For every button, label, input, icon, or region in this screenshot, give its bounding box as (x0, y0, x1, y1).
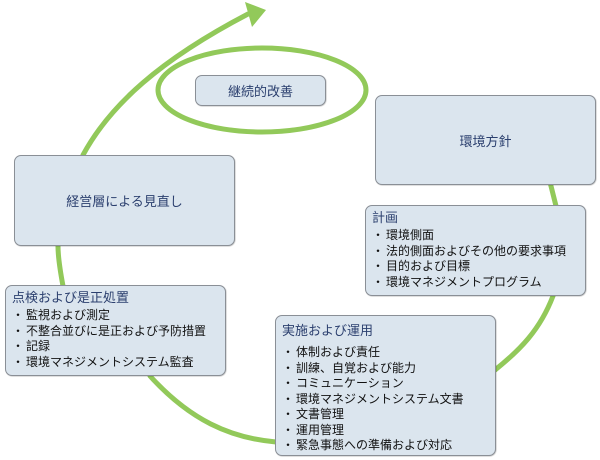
cycle-arc-implementation-to-checking (147, 373, 279, 445)
bullet-icon: ・ (12, 354, 25, 369)
list-item: ・環境側面 (372, 228, 435, 242)
list-item: ・緊急事態への準備および対応 (282, 438, 453, 452)
implementation-list: ・体制および責任 ・訓練、自覚および能力 ・コミュニケーション ・環境マネジメン… (282, 345, 489, 454)
implementation-box: 実施および運用 ・体制および責任 ・訓練、自覚および能力 ・コミュニケーション … (275, 315, 496, 456)
planning-box: 計画 ・環境側面 ・法的側面およびその他の要求事項 ・目的および目標 ・環境マネ… (365, 205, 586, 296)
environmental-policy-label: 環境方針 (459, 134, 512, 150)
bullet-icon: ・ (282, 391, 295, 406)
bullet-icon: ・ (282, 407, 295, 421)
list-item: ・運用管理 (282, 422, 345, 437)
list-item: ・コミュニケーション (282, 376, 404, 390)
cycle-arc-review-upward (80, 11, 251, 158)
list-item: ・環境マネジメントシステム監査 (12, 354, 194, 369)
list-item: ・記録 (12, 339, 51, 353)
bullet-icon: ・ (372, 228, 385, 242)
bullet-icon: ・ (372, 274, 385, 289)
list-item: ・不整合並びに是正および予防措置 (12, 323, 207, 338)
cycle-arc-policy-to-planning (547, 179, 559, 209)
management-review-label: 経営層による見直し (66, 195, 183, 210)
improvement-loop (155, 45, 369, 135)
list-item: ・環境マネジメントプログラム (372, 274, 542, 289)
checking-list: ・監視および測定 ・不整合並びに是正および予防措置 ・記録 ・環境マネジメントシ… (12, 308, 219, 370)
cycle-arc-checking-to-review (55, 243, 66, 289)
management-review-box: 経営層による見直し (14, 155, 235, 246)
bullet-icon: ・ (282, 376, 295, 390)
implementation-title: 実施および運用 (282, 324, 374, 339)
list-item: ・法的側面およびその他の要求事項 (372, 243, 567, 258)
list-item: ・目的および目標 (372, 259, 471, 273)
continual-improvement-label: 継続的改善 (227, 85, 293, 100)
bullet-icon: ・ (282, 345, 295, 359)
checking-title: 点検および是正処置 (12, 291, 130, 306)
planning-title: 計画 (372, 211, 399, 226)
bullet-icon: ・ (282, 360, 295, 375)
list-item: ・訓練、自覚および能力 (282, 360, 417, 375)
list-item: ・環境マネジメントシステム文書 (282, 391, 464, 406)
bullet-icon: ・ (282, 438, 295, 452)
list-item: ・文書管理 (282, 407, 345, 421)
bullet-icon: ・ (372, 259, 385, 273)
list-item: ・監視および測定 (12, 308, 111, 322)
cycle-arc-planning-to-implementation (492, 293, 556, 373)
planning-list: ・環境側面 ・法的側面およびその他の要求事項 ・目的および目標 ・環境マネジメン… (372, 228, 579, 290)
bullet-icon: ・ (12, 323, 25, 338)
list-item: ・体制および責任 (282, 345, 381, 359)
bullet-icon: ・ (282, 422, 295, 437)
continual-improvement-box: 継続的改善 (195, 75, 326, 106)
arrow-head-icon (245, 2, 266, 27)
environmental-policy-box: 環境方針 (375, 95, 596, 185)
bullet-icon: ・ (12, 339, 25, 353)
bullet-icon: ・ (12, 308, 25, 322)
bullet-icon: ・ (372, 243, 385, 258)
checking-box: 点検および是正処置 ・監視および測定 ・不整合並びに是正および予防措置 ・記録 … (5, 285, 226, 376)
